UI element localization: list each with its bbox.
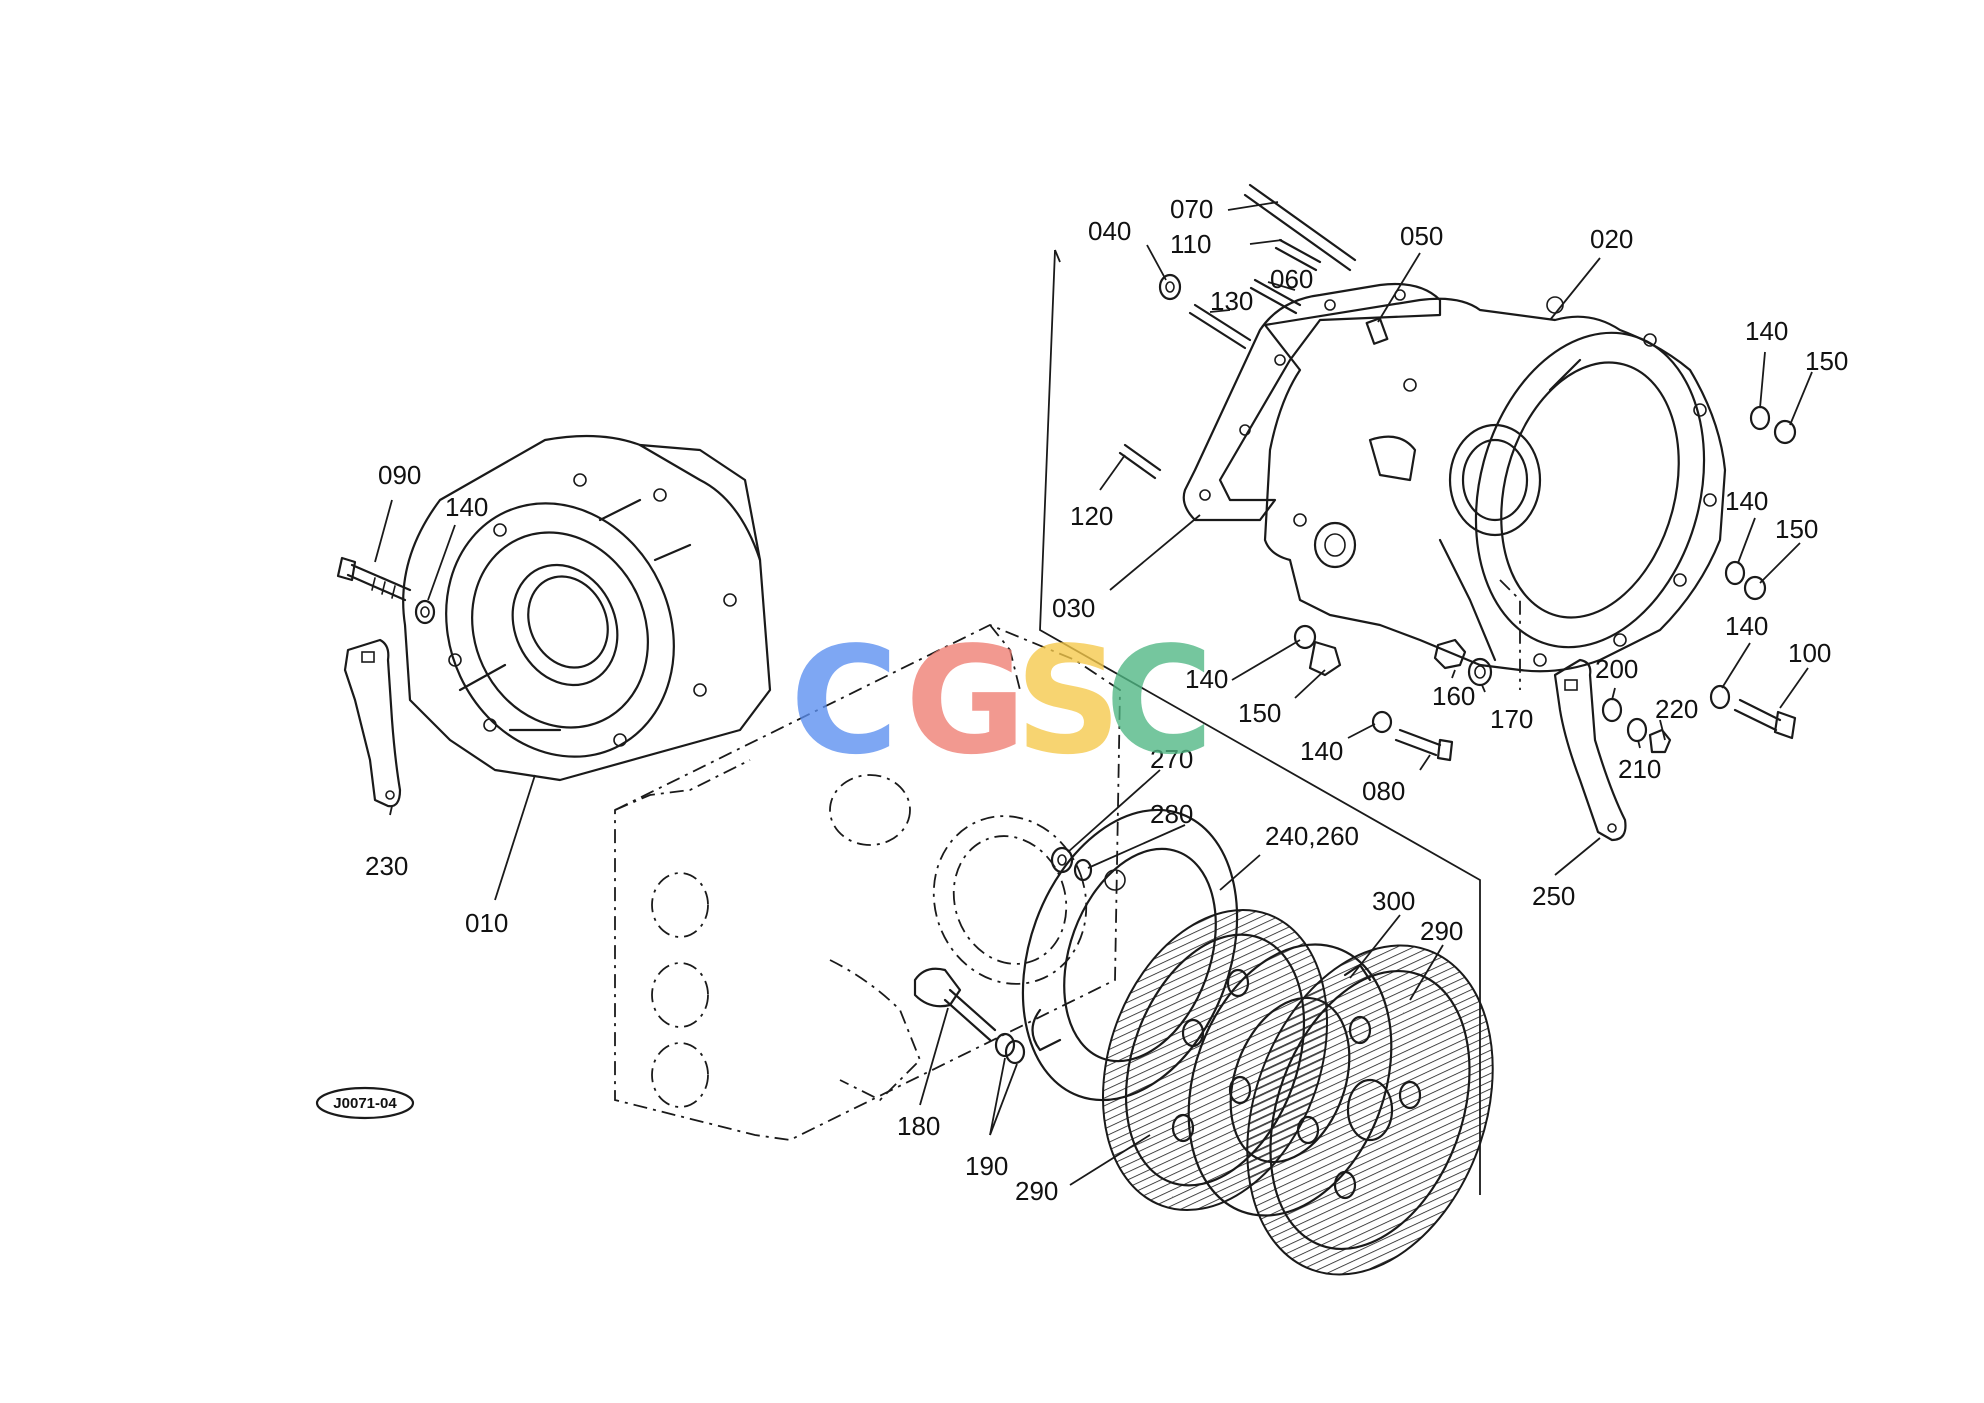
label-070: 070 [1170, 194, 1213, 224]
stud-060 [1249, 278, 1302, 315]
label-220: 220 [1655, 694, 1698, 724]
label-140-d: 140 [1725, 611, 1768, 641]
bolt-090 [336, 556, 412, 602]
watermark-letter-g: G [905, 615, 1026, 787]
label-180: 180 [897, 1111, 940, 1141]
washer-140-mid-right [1724, 560, 1767, 601]
watermark-logo: C G S C [790, 615, 1214, 787]
part-labels: 070 040 110 050 020 060 130 140 150 120 … [365, 194, 1848, 1206]
label-100: 100 [1788, 638, 1831, 668]
label-280: 280 [1150, 799, 1193, 829]
label-140-a: 140 [1745, 316, 1788, 346]
label-040: 040 [1088, 216, 1131, 246]
stud-130 [1188, 303, 1252, 350]
label-270: 270 [1150, 744, 1193, 774]
label-130: 130 [1210, 286, 1253, 316]
label-080: 080 [1362, 776, 1405, 806]
stud-120 [1118, 443, 1162, 480]
watermark-letter-s: S [1015, 615, 1122, 787]
gasket-030 [1182, 282, 1442, 522]
watermark-letter-c2: C [1105, 615, 1214, 787]
leader-lines [374, 201, 1813, 1186]
label-150-b: 150 [1775, 514, 1818, 544]
transmission-case [614, 624, 1126, 1141]
label-030: 030 [1052, 593, 1095, 623]
label-150-c: 150 [1238, 698, 1281, 728]
bolt-100 [1709, 684, 1797, 740]
label-230: 230 [365, 851, 408, 881]
label-250: 250 [1532, 881, 1575, 911]
label-290-b: 290 [1015, 1176, 1058, 1206]
pin-180 [913, 967, 997, 1042]
label-210: 210 [1618, 754, 1661, 784]
lever-250 [1553, 658, 1627, 842]
label-160: 160 [1432, 681, 1475, 711]
figure-code: J0071-04 [333, 1095, 397, 1112]
label-140-e: 140 [1185, 664, 1228, 694]
label-300: 300 [1372, 886, 1415, 916]
label-010: 010 [465, 908, 508, 938]
nut-160-washer-170 [1433, 638, 1493, 687]
stud-110 [1274, 238, 1322, 272]
figure-code-badge: J0071-04 [315, 1086, 415, 1120]
clutch-housing-020 [1263, 296, 1727, 690]
label-290-a: 290 [1420, 916, 1463, 946]
washer-140-left [414, 599, 436, 625]
nut-150-left [1293, 624, 1342, 677]
label-140-b: 140 [1725, 486, 1768, 516]
label-120: 120 [1070, 501, 1113, 531]
label-090: 090 [378, 460, 421, 490]
rings-190 [994, 1032, 1026, 1065]
stud-070 [1243, 183, 1357, 272]
bolt-080 [1371, 710, 1454, 762]
pin-050 [1365, 317, 1389, 345]
label-050: 050 [1400, 221, 1443, 251]
front-housing-010 [402, 434, 772, 782]
washer-140-upper-right [1749, 405, 1797, 445]
watermark-letter-c1: C [790, 615, 899, 787]
label-020: 020 [1590, 224, 1633, 254]
label-240-260: 240,260 [1265, 821, 1359, 851]
label-110: 110 [1170, 229, 1211, 259]
label-190: 190 [965, 1151, 1008, 1181]
label-140-c: 140 [445, 492, 488, 522]
label-150-a: 150 [1805, 346, 1848, 376]
lever-230 [343, 638, 402, 808]
label-170: 170 [1490, 704, 1533, 734]
label-060: 060 [1270, 264, 1313, 294]
friction-disc-290-front [1246, 944, 1494, 1276]
label-200: 200 [1595, 654, 1638, 684]
washer-040 [1158, 273, 1182, 301]
label-140-f: 140 [1300, 736, 1343, 766]
